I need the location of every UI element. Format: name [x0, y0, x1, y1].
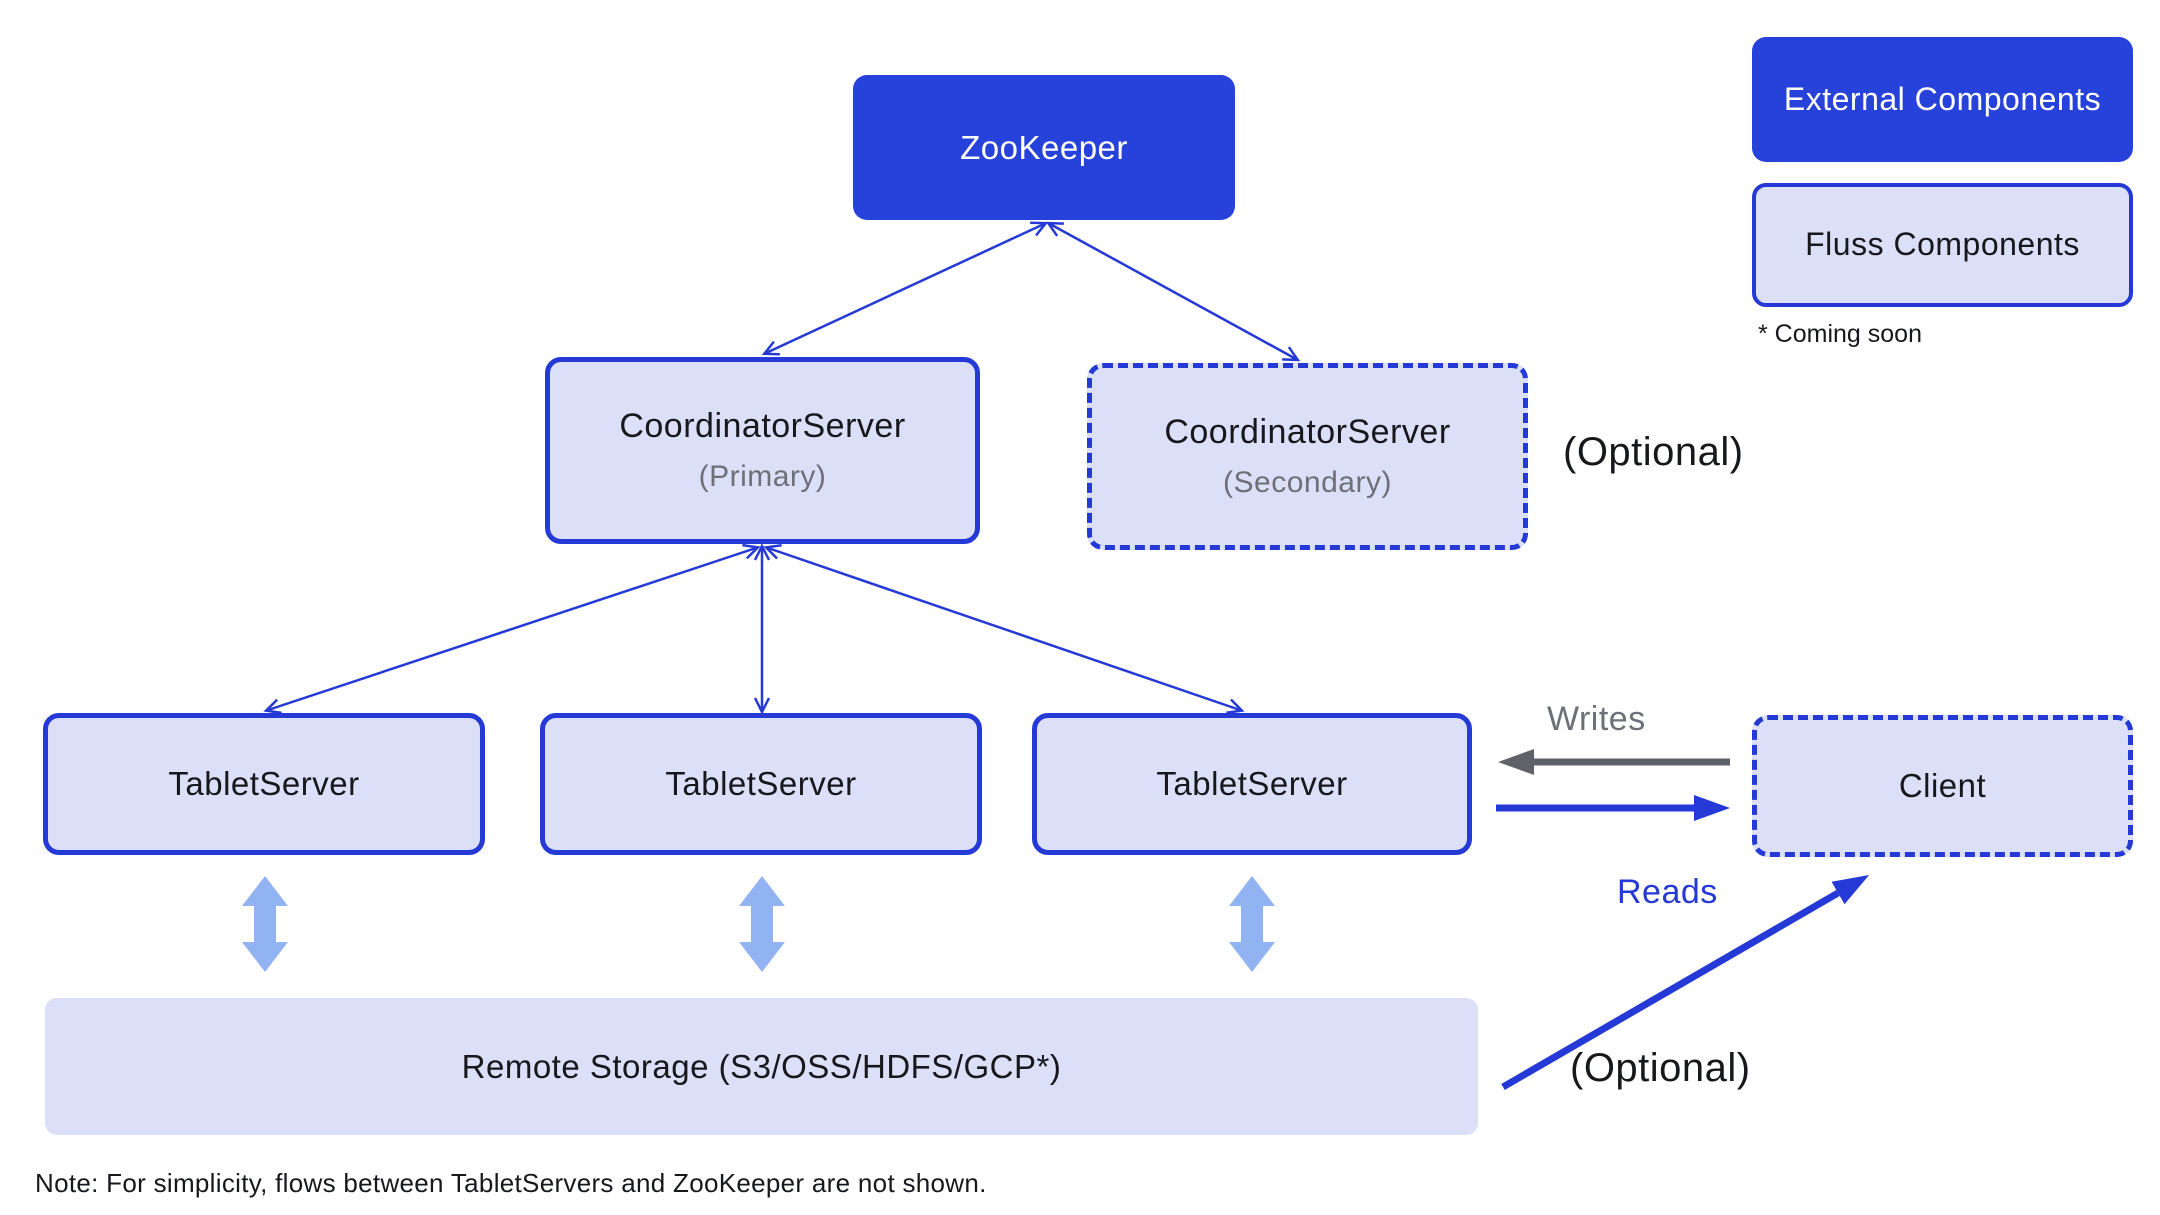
coordinator-primary-subtitle: (Primary) [698, 460, 827, 493]
legend-fluss-label: Fluss Components [1805, 226, 2080, 263]
tablet-server-2-label: TabletServer [665, 765, 857, 802]
coordinator-primary-title: CoordinatorServer [619, 407, 906, 445]
edge-zookeeper-coordinator-primary [761, 221, 1049, 356]
tablet-server-3-label: TabletServer [1156, 765, 1348, 802]
coordinator-secondary-title: CoordinatorServer [1164, 413, 1451, 451]
storage-read-optional-label: (Optional) [1570, 1046, 1751, 1090]
coordinator-secondary-subtitle: (Secondary) [1223, 466, 1392, 499]
remote-storage-label: Remote Storage (S3/OSS/HDFS/GCP*) [461, 1047, 1062, 1085]
node-tablet-server-1: TabletServer [43, 713, 485, 855]
node-client: Client [1752, 715, 2133, 857]
diagram-footnote: Note: For simplicity, flows between Tabl… [35, 1168, 987, 1198]
legend-fluss-components: Fluss Components [1752, 183, 2133, 307]
edge-storage-client-arrow [1501, 874, 1870, 1091]
node-zookeeper: ZooKeeper [853, 75, 1235, 220]
coordinator-secondary-optional-label: (Optional) [1563, 430, 1744, 474]
edge-zookeeper-coordinator-secondary [1045, 221, 1301, 362]
node-tablet-server-2: TabletServer [540, 713, 982, 855]
coming-soon-note: * Coming soon [1758, 320, 1922, 348]
client-label: Client [1898, 767, 1987, 804]
node-coordinator-secondary: CoordinatorServer (Secondary) [1087, 363, 1528, 550]
edge-coordinator-tablet-3 [763, 544, 1245, 714]
node-tablet-server-3: TabletServer [1032, 713, 1472, 855]
reads-label: Reads [1617, 873, 1718, 911]
node-coordinator-primary: CoordinatorServer (Primary) [545, 357, 980, 544]
edge-coordinator-tablet-1 [263, 543, 761, 715]
zookeeper-label: ZooKeeper [960, 128, 1128, 166]
legend-external-label: External Components [1783, 80, 2102, 117]
node-remote-storage: Remote Storage (S3/OSS/HDFS/GCP*) [45, 998, 1478, 1135]
legend-external-components: External Components [1752, 37, 2133, 162]
tablet-server-1-label: TabletServer [168, 765, 360, 802]
writes-label: Writes [1547, 700, 1646, 738]
